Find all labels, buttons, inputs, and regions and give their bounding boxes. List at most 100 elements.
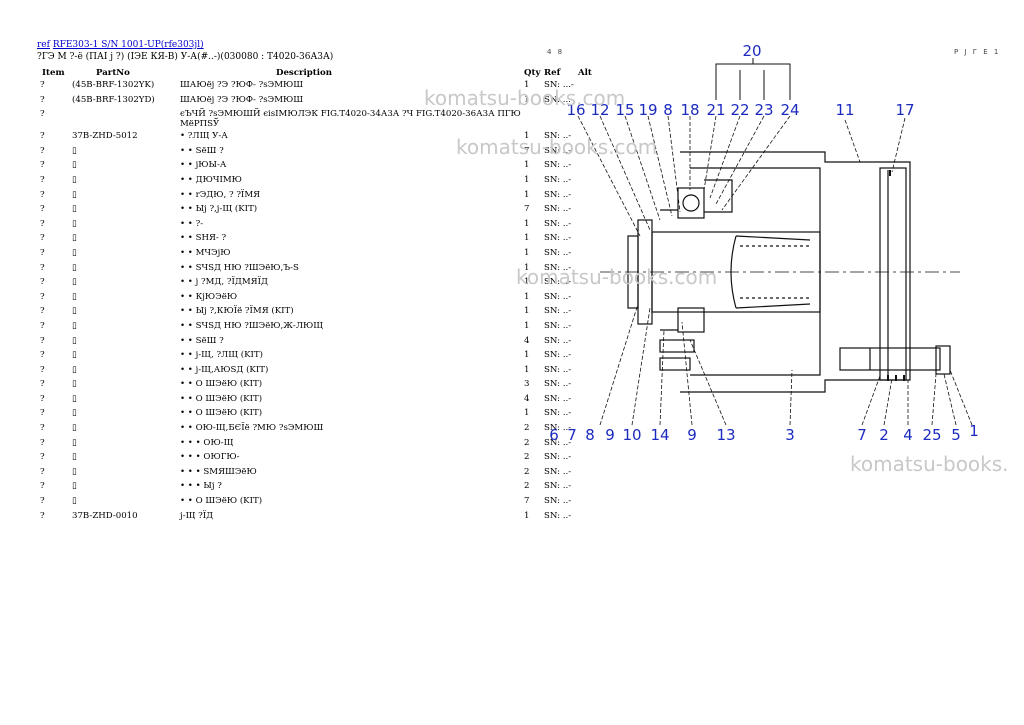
assembly-title: ?ГЭ М ?-ё (ПАІ j ?) (IЭЕ КЯ-В) У-А(#..-)… xyxy=(37,52,334,62)
table-row: ? ▯ • • jЮЫ-А 1 SN: ..- xyxy=(36,160,598,175)
callout-number: 5 xyxy=(951,426,961,444)
col-item: Item xyxy=(42,68,65,78)
cell-partno: ▯ xyxy=(72,160,77,171)
col-partno: PartNo xyxy=(96,68,130,78)
callout-number: 2 xyxy=(879,426,889,444)
callout-number: 25 xyxy=(922,426,941,444)
cell-description: • • О ШЭёЮ (KIT) xyxy=(180,393,263,404)
cell-description: • • SНЯ- ? xyxy=(180,233,227,244)
cell-item: ? xyxy=(40,393,45,404)
cell-ref: SN: ..- xyxy=(544,160,572,171)
parts-table: Item PartNo Description Qty Ref Alt ?(45… xyxy=(36,66,598,525)
cell-qty: 1 xyxy=(524,160,530,171)
callout-number: 19 xyxy=(638,101,657,119)
callout-number: 9 xyxy=(605,426,615,444)
cell-partno: ▯ xyxy=(72,174,77,185)
cell-partno: ▯ xyxy=(72,466,77,477)
model-link[interactable]: RFE303-1 S/N 1001-UP(rfe303jl) xyxy=(52,40,204,50)
cell-qty: 1 xyxy=(524,510,530,521)
cell-description: • • j ?МД, ?ЇДМЯЇД xyxy=(180,277,268,288)
cell-qty: 7 xyxy=(524,496,530,507)
cell-partno: ▯ xyxy=(72,364,77,375)
cell-ref: SN: ..- xyxy=(544,510,572,521)
cell-description: • • SЧSД НЮ ?ШЭёЮ,Ъ-S xyxy=(180,262,299,273)
cell-partno: ▯ xyxy=(72,218,77,229)
cell-item: ? xyxy=(40,423,45,434)
cell-item: ? xyxy=(40,277,45,288)
cell-qty: 1 xyxy=(524,233,530,244)
cell-item: ? xyxy=(40,174,45,185)
cell-ref: SN: ..- xyxy=(544,496,572,507)
cell-ref: SN: ..- xyxy=(544,131,572,142)
cell-description: • • • Ыj ? xyxy=(180,481,222,492)
cell-qty: 1 xyxy=(524,364,530,375)
cell-description: • • j-Щ,АЮSД (KIT) xyxy=(180,364,269,375)
cell-ref: SN: ..- xyxy=(544,393,572,404)
cell-description: • • • ОЮ-Щ xyxy=(180,437,234,448)
cell-description: ШАЮёj ?Э ?ЮФ- ?sЭМЮШ xyxy=(180,94,304,105)
cell-partno: ▯ xyxy=(72,145,77,156)
cell-partno: 37B-ZHD-0010 xyxy=(72,510,138,521)
cell-alt xyxy=(578,496,598,511)
cell-item: ? xyxy=(40,80,45,90)
cell-partno: (45B-BRF-1302YD) xyxy=(72,94,155,105)
cell-partno: ▯ xyxy=(72,335,77,346)
leader-lines xyxy=(577,115,973,426)
cell-partno: 37B-ZHD-5012 xyxy=(72,131,138,142)
cell-qty: 1 xyxy=(524,218,530,229)
cell-description: j-Щ ?ЇД xyxy=(180,510,214,521)
cell-qty: 2 xyxy=(524,437,530,448)
cell-item: ? xyxy=(40,160,45,171)
ref-link[interactable]: ref xyxy=(37,40,50,50)
cell-ref: SN: ..- xyxy=(544,145,572,156)
cell-item: ? xyxy=(40,408,45,419)
cell-description: • • jЮЫ-А xyxy=(180,160,227,171)
cell-partno: ▯ xyxy=(72,379,77,390)
cell-item: ? xyxy=(40,247,45,258)
callout-number: 4 xyxy=(903,426,913,444)
cell-ref: SN: ..- xyxy=(544,247,572,258)
cell-partno: ▯ xyxy=(72,393,77,404)
cell-ref: SN: ..- xyxy=(544,423,572,434)
cell-ref: SN: ...- xyxy=(544,94,574,105)
col-alt: Alt xyxy=(578,68,592,78)
cell-ref: SN: ..- xyxy=(544,320,572,331)
document-header: ref RFE303-1 S/N 1001-UP(rfe303jl) xyxy=(37,40,204,50)
cell-qty: 1 xyxy=(524,277,530,288)
callout-number: 8 xyxy=(585,426,595,444)
cell-ref: SN: ..- xyxy=(544,233,572,244)
cell-partno: ▯ xyxy=(72,437,77,448)
callout-number: 8 xyxy=(663,101,673,119)
cell-item: ? xyxy=(40,291,45,302)
cell-description: • • SёШ ? xyxy=(180,335,224,346)
cell-qty: 1 xyxy=(524,408,530,419)
cell-item: ? xyxy=(40,510,45,521)
cell-item: ? xyxy=(40,145,45,156)
cell-ref: SN: ..- xyxy=(544,466,572,477)
cell-partno xyxy=(72,109,180,131)
callout-number: 3 xyxy=(785,426,795,444)
cell-qty: 1 xyxy=(524,320,530,331)
cell-ref: SN: ..- xyxy=(544,277,572,288)
cell-description: • • О ШЭёЮ (KIT) xyxy=(180,496,263,507)
cell-qty: 2 xyxy=(524,481,530,492)
cell-qty: 2 xyxy=(524,466,530,477)
cell-description: • • ?- xyxy=(180,218,204,229)
watermark: komatsu-books. xyxy=(850,452,1009,476)
